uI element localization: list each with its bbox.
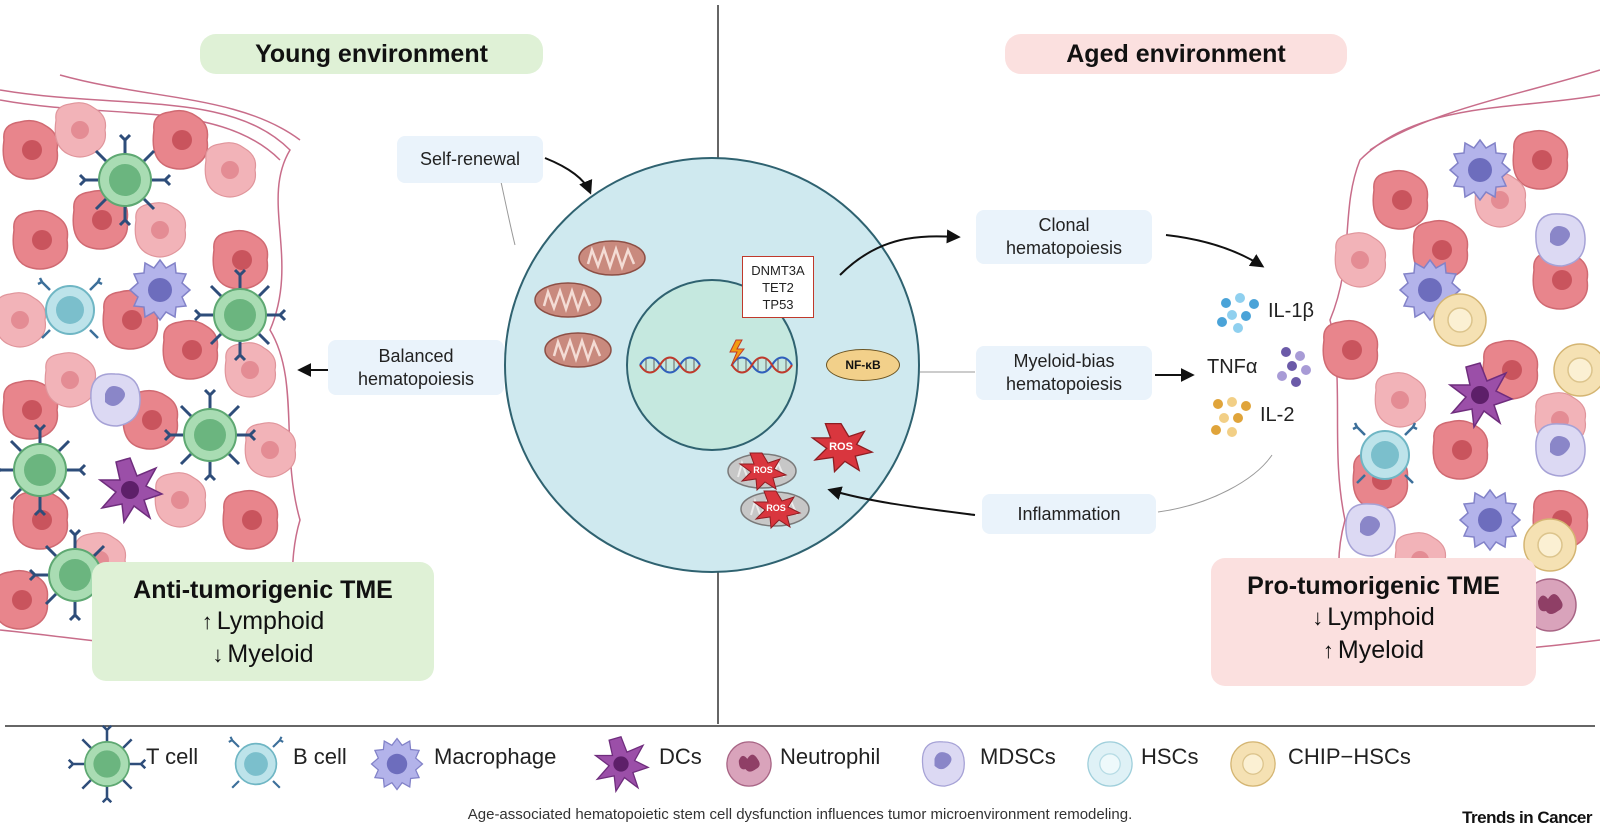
clonal-arrow: [839, 229, 961, 276]
legend-macrophage-icon: [370, 737, 424, 791]
mitochondrion-healthy: [533, 281, 603, 319]
legend-t-cell: T cell: [146, 744, 199, 769]
legend-b-cell-icon: [227, 735, 285, 789]
clonal-to-cytokine-arrow: [1165, 234, 1265, 268]
ros-label: ROS: [829, 441, 853, 453]
figure-caption: Age-associated hematopoietic stem cell d…: [467, 806, 1133, 823]
nfkb-badge: NF-κB: [826, 349, 900, 381]
pro-tumorigenic-tme-box: Pro-tumorigenic TME ↓Lymphoid ↑Myeloid: [1211, 558, 1536, 686]
down-arrow-icon: ↓: [1312, 605, 1324, 630]
up-arrow-icon: ↑: [201, 609, 213, 634]
tnfa-icon: [1277, 347, 1311, 387]
young-environment-title: Young environment: [200, 34, 543, 74]
self-renewal-arrow: [544, 157, 593, 195]
anti-tme-myeloid: Myeloid: [227, 640, 314, 668]
up-arrow-icon: ↑: [1322, 638, 1334, 663]
legend-neutrophil-icon: [726, 741, 772, 787]
legend-dc-icon: [594, 736, 649, 792]
inflammation-arrow: [827, 486, 976, 516]
inflammation-label: Inflammation: [982, 494, 1156, 534]
legend-dcs: DCs: [659, 744, 702, 769]
ros-label: ROS: [766, 503, 786, 513]
legend-macrophage: Macrophage: [434, 744, 557, 769]
il1b-label: IL-1β: [1268, 300, 1314, 322]
journal-logo: Trends in Cancer: [1462, 808, 1592, 827]
mutation-bolt-icon: [729, 339, 746, 367]
legend-chip-hsc-icon: [1230, 741, 1276, 787]
tnfa-label: TNFα: [1207, 356, 1258, 378]
aged-environment-title: Aged environment: [1005, 34, 1347, 74]
mitochondrion-healthy: [543, 331, 613, 369]
il2-label: IL-2: [1260, 404, 1295, 426]
mitochondrion-healthy: [577, 239, 647, 277]
pro-tme-lymphoid: Lymphoid: [1327, 603, 1435, 631]
anti-tme-title: Anti-tumorigenic TME: [133, 576, 393, 604]
il2-icon: [1211, 397, 1251, 437]
il1b-icon: [1217, 293, 1259, 333]
anti-tumorigenic-tme-box: Anti-tumorigenic TME ↑Lymphoid ↓Myeloid: [92, 562, 434, 681]
legend-hscs: HSCs: [1141, 744, 1199, 769]
legend-hsc-icon: [1087, 741, 1133, 787]
anti-tme-lymphoid: Lymphoid: [216, 607, 325, 635]
legend-t-cell-icon: [67, 724, 147, 804]
pro-tme-myeloid: Myeloid: [1337, 636, 1425, 664]
ros-label: ROS: [753, 465, 773, 475]
legend-mdscs: MDSCs: [980, 744, 1056, 769]
down-arrow-icon: ↓: [212, 642, 224, 667]
legend-mdsc-icon: [921, 741, 965, 787]
self-renewal-label: Self-renewal: [397, 136, 543, 183]
legend-chip-hscs: CHIP−HSCs: [1288, 744, 1411, 769]
legend-b-cell: B cell: [293, 744, 347, 769]
pro-tme-title: Pro-tumorigenic TME: [1247, 572, 1500, 600]
young-cell-cluster: [0, 102, 297, 630]
legend-neutrophil: Neutrophil: [780, 744, 881, 769]
hsc-nucleus: [626, 279, 798, 451]
